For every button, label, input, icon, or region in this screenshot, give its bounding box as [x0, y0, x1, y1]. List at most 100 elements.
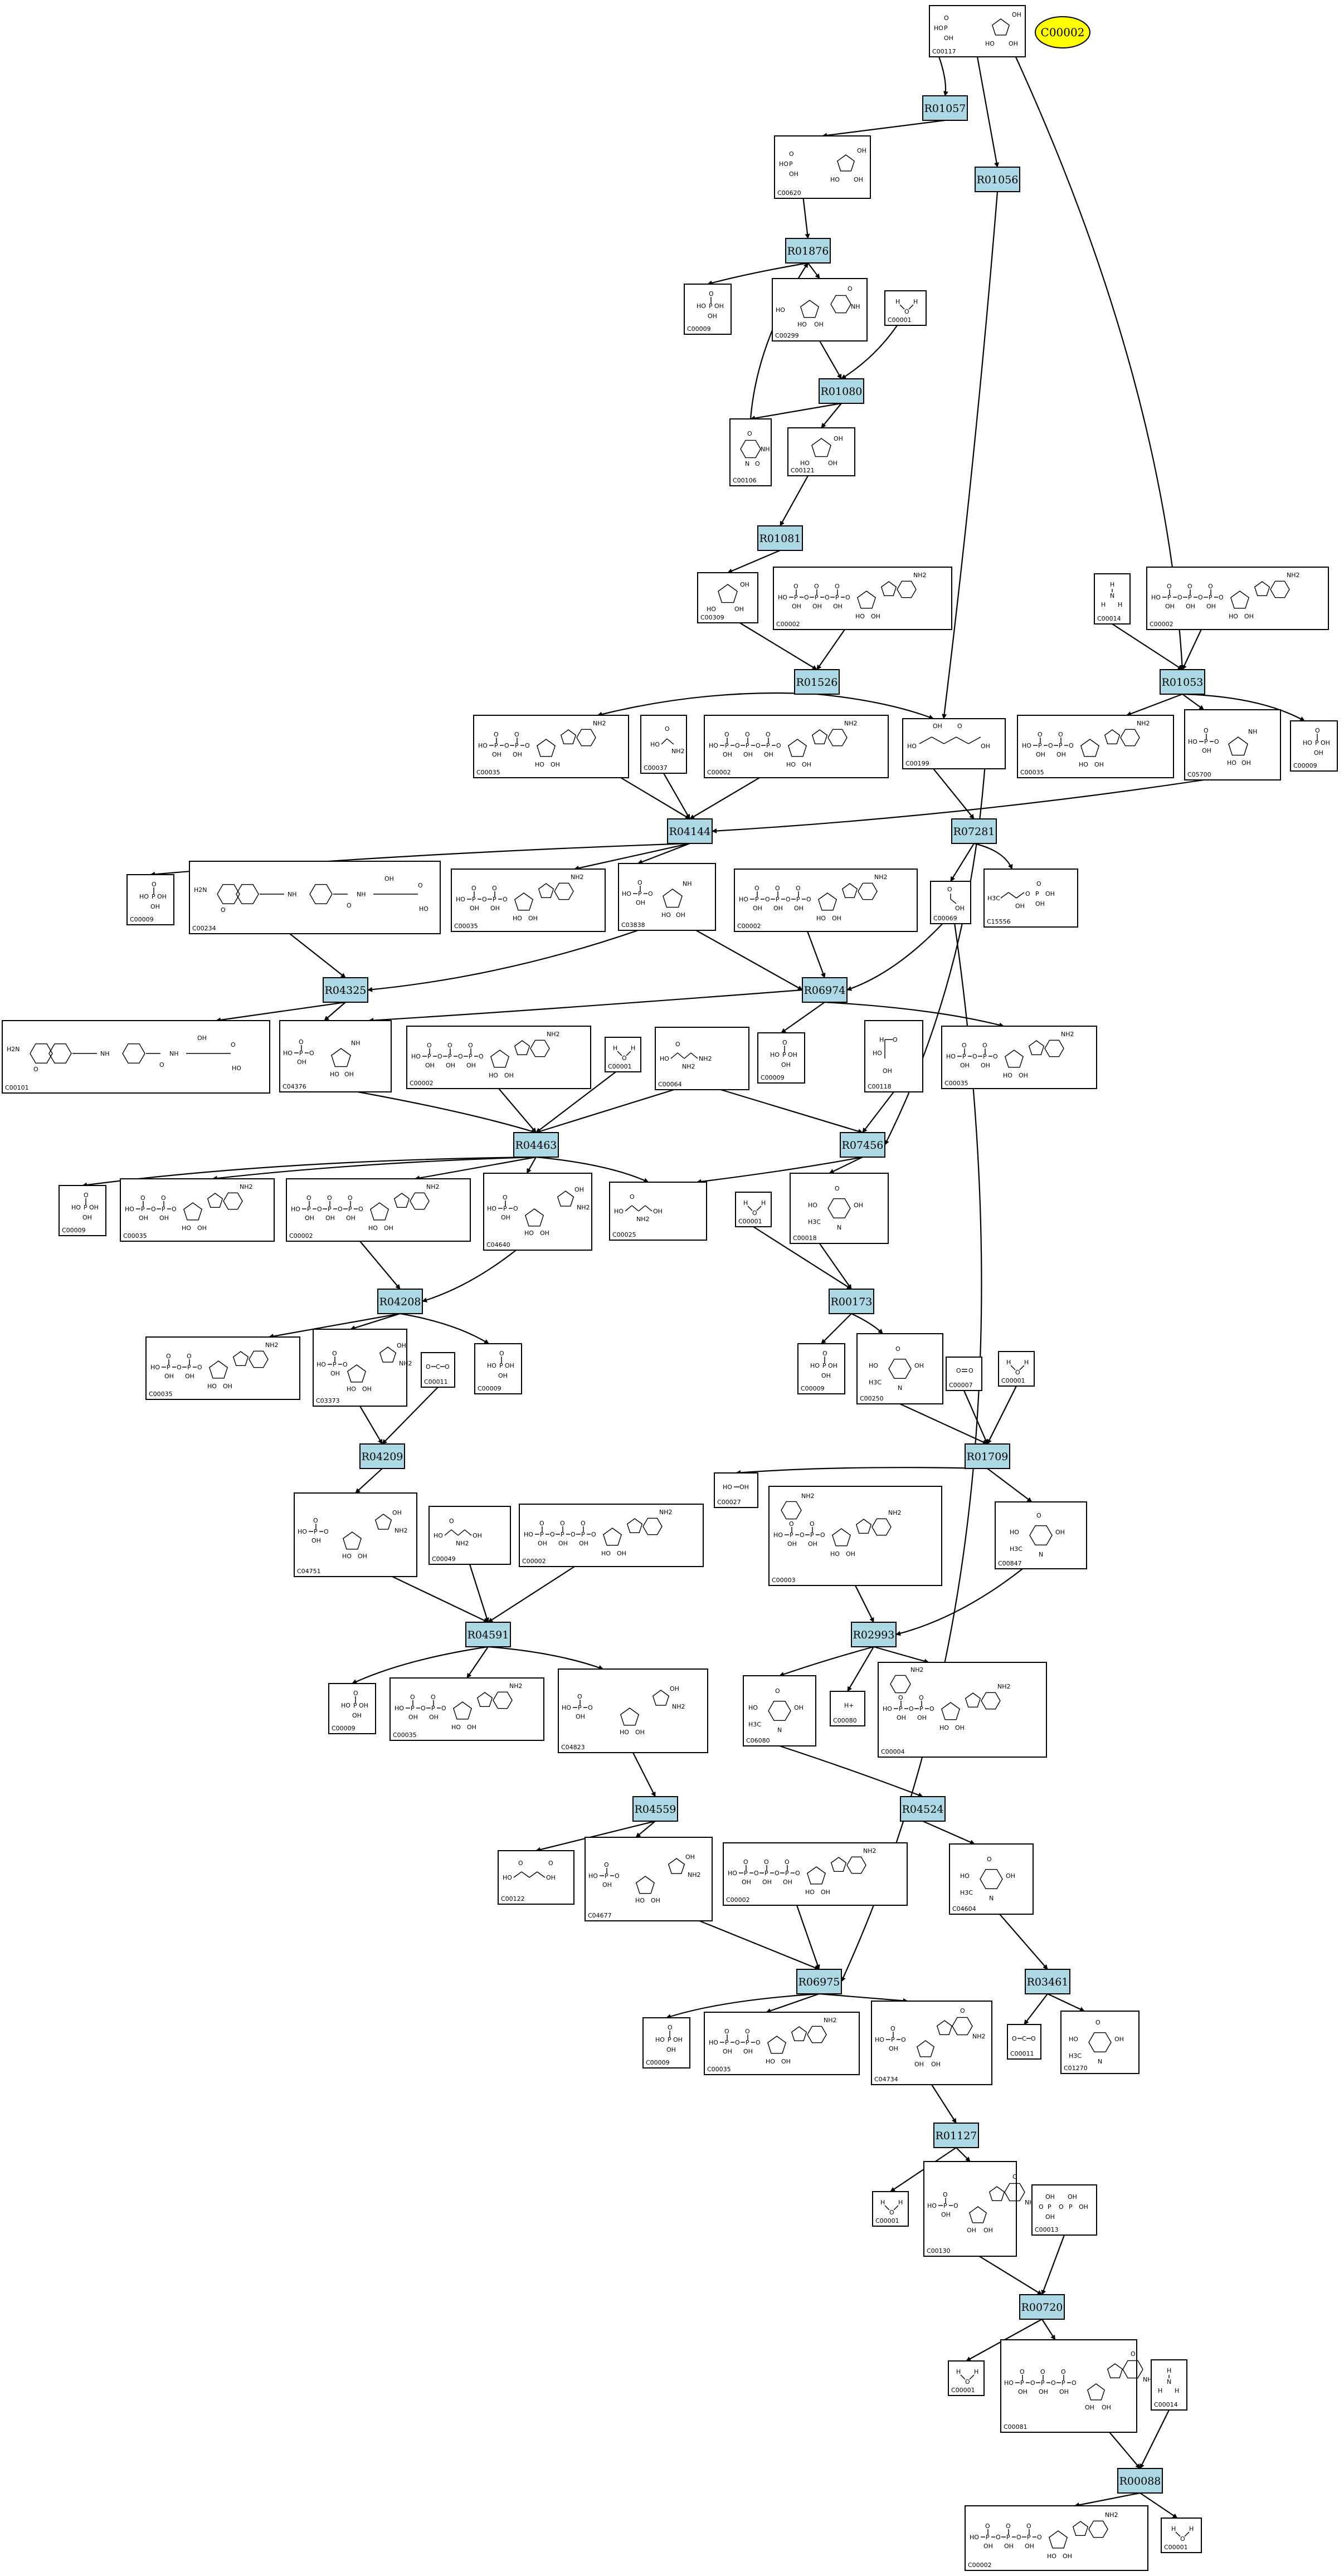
reaction-node[interactable]: R07281: [951, 818, 997, 844]
reaction-node[interactable]: R01127: [933, 2123, 979, 2148]
reaction-node[interactable]: R03461: [1025, 1969, 1070, 1994]
reaction-node[interactable]: R00173: [829, 1289, 874, 1314]
reaction-node[interactable]: R04209: [359, 1443, 405, 1469]
highlighted-compound[interactable]: C00002: [1035, 16, 1090, 48]
reaction-node[interactable]: R01057: [922, 95, 968, 121]
reaction-node[interactable]: R04463: [513, 1132, 559, 1158]
reaction-node[interactable]: R04144: [667, 818, 713, 844]
reaction-node[interactable]: R01056: [975, 167, 1020, 192]
reaction-node[interactable]: R01053: [1160, 669, 1205, 695]
reaction-node[interactable]: R01709: [965, 1443, 1010, 1469]
reaction-node[interactable]: R02993: [851, 1622, 897, 1647]
reaction-node[interactable]: R04325: [323, 977, 368, 1003]
reaction-node[interactable]: R00088: [1117, 2468, 1163, 2494]
reaction-node[interactable]: R01876: [785, 238, 831, 264]
compound-node[interactable]: H+C00080: [830, 1691, 865, 1726]
reaction-node[interactable]: R04591: [465, 1622, 511, 1647]
reaction-node[interactable]: R00720: [1019, 2294, 1065, 2320]
reaction-node[interactable]: R01080: [819, 378, 864, 404]
reaction-node[interactable]: R01081: [757, 525, 803, 551]
reaction-node[interactable]: R04208: [377, 1289, 423, 1314]
reaction-node[interactable]: R01526: [794, 669, 840, 695]
reaction-node[interactable]: R06975: [796, 1969, 842, 1994]
reaction-node[interactable]: R04524: [900, 1796, 946, 1822]
reaction-node[interactable]: R04559: [632, 1796, 678, 1822]
reaction-node[interactable]: R06974: [802, 977, 848, 1003]
